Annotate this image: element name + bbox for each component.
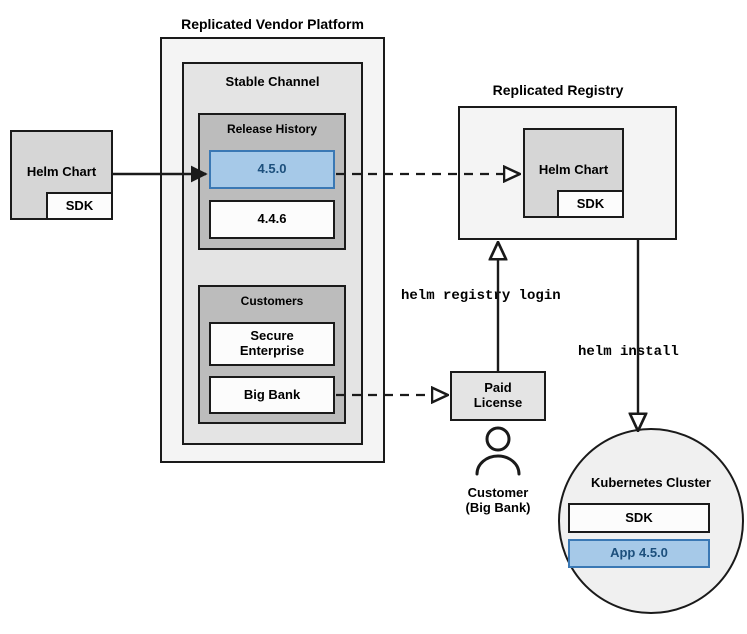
customer-person-label: Customer (Big Bank) bbox=[465, 485, 531, 515]
vendor-platform-title: Replicated Vendor Platform bbox=[181, 15, 364, 32]
release-version-4-5-0[interactable]: 4.5.0 bbox=[209, 150, 335, 189]
helm-chart-registry-label: Helm Chart bbox=[538, 162, 609, 177]
helm-chart-registry-sdk[interactable]: SDK bbox=[557, 190, 624, 218]
helm-chart-source-label: Helm Chart bbox=[26, 164, 97, 179]
kubernetes-cluster-label: Kubernetes Cluster bbox=[591, 474, 711, 490]
stable-channel-label: Stable Channel bbox=[225, 74, 320, 89]
cluster-app-box[interactable]: App 4.5.0 bbox=[568, 539, 710, 568]
release-history-label: Release History bbox=[226, 122, 318, 136]
helm-chart-source-sdk[interactable]: SDK bbox=[46, 192, 113, 220]
customers-label: Customers bbox=[240, 294, 304, 308]
paid-license-box[interactable]: Paid License bbox=[450, 371, 546, 421]
customer-secure-enterprise[interactable]: Secure Enterprise bbox=[209, 322, 335, 366]
helm-registry-login-command: helm registry login bbox=[401, 288, 561, 304]
release-version-4-4-6[interactable]: 4.4.6 bbox=[209, 200, 335, 239]
customer-big-bank[interactable]: Big Bank bbox=[209, 376, 335, 414]
customer-person-icon bbox=[475, 426, 521, 476]
helm-install-command: helm install bbox=[578, 344, 679, 360]
registry-title: Replicated Registry bbox=[492, 81, 624, 98]
cluster-sdk-box[interactable]: SDK bbox=[568, 503, 710, 533]
